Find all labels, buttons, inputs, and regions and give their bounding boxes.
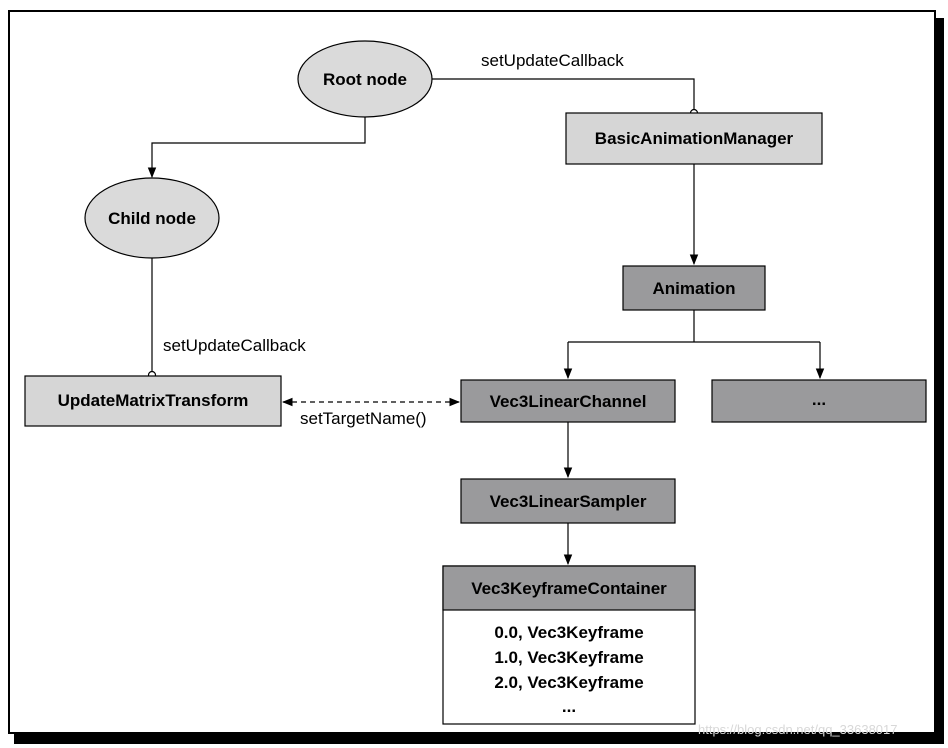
- keyframe-item: ...: [562, 697, 576, 716]
- basic-animation-manager-box: BasicAnimationManager: [565, 112, 823, 165]
- vec3-keyframe-container: Vec3KeyframeContainer 0.0, Vec3Keyframe …: [442, 565, 696, 725]
- child-node-label: Child node: [108, 209, 196, 228]
- basic-animation-manager-label: BasicAnimationManager: [595, 129, 794, 148]
- vec3-linear-sampler-box: Vec3LinearSampler: [460, 478, 676, 524]
- label-root-setupdatecallback: setUpdateCallback: [481, 51, 624, 70]
- update-matrix-transform-box: UpdateMatrixTransform: [24, 375, 282, 427]
- label-child-setupdatecallback: setUpdateCallback: [163, 336, 306, 355]
- keyframe-item: 2.0, Vec3Keyframe: [494, 673, 643, 692]
- keyframe-item: 0.0, Vec3Keyframe: [494, 623, 643, 642]
- vec3-keyframe-container-label: Vec3KeyframeContainer: [471, 579, 667, 598]
- keyframe-item: 1.0, Vec3Keyframe: [494, 648, 643, 667]
- vec3-linear-channel-box: Vec3LinearChannel: [460, 379, 676, 423]
- watermark: https://blog.csdn.net/qq_33638017: [698, 722, 898, 737]
- animation-label: Animation: [652, 279, 735, 298]
- child-node: Child node: [84, 177, 220, 259]
- edge-root-to-manager: [431, 78, 695, 111]
- root-node-label: Root node: [323, 70, 407, 89]
- label-settargetname: setTargetName(): [300, 409, 427, 428]
- other-channel-label: ...: [812, 390, 826, 409]
- edge-animation-split: [568, 310, 820, 343]
- edge-root-to-child: [147, 117, 366, 179]
- animation-box: Animation: [622, 265, 766, 311]
- other-channel-box: ...: [711, 379, 927, 423]
- vec3-linear-channel-label: Vec3LinearChannel: [490, 392, 647, 411]
- update-matrix-transform-label: UpdateMatrixTransform: [58, 391, 249, 410]
- vec3-linear-sampler-label: Vec3LinearSampler: [490, 492, 647, 511]
- root-node: Root node: [297, 40, 433, 118]
